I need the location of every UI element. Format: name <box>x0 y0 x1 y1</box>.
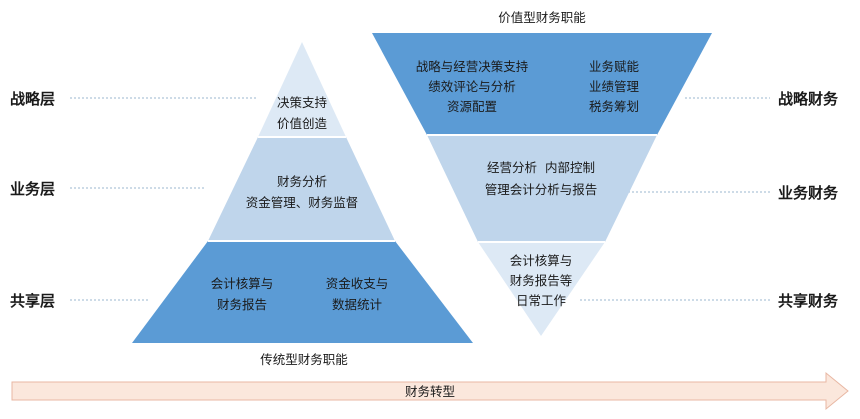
left-label-business: 业务层 <box>10 180 55 198</box>
transformation-arrow: 财务转型 <box>11 371 849 411</box>
pyramid-middle-layer <box>208 137 395 241</box>
inverted-bottom-layer <box>478 242 605 336</box>
pyramid-top-text-1: 决策支持 <box>277 95 327 110</box>
arrow-label: 财务转型 <box>405 384 455 399</box>
traditional-pyramid <box>132 42 473 343</box>
inverted-bottom-text-2: 财务报告等 <box>510 273 573 288</box>
inverted-top-layer <box>372 33 712 135</box>
inverted-middle-text-1: 经营分析 内部控制 <box>487 160 595 175</box>
inverted-bottom-text-1: 会计核算与 <box>510 253 573 268</box>
pyramid-bottom-left-text-2: 财务报告 <box>217 297 267 312</box>
pyramid-top-text-2: 价值创造 <box>277 116 328 131</box>
value-inverted-triangle <box>372 33 712 336</box>
pyramid-middle-text-1: 财务分析 <box>277 174 327 189</box>
inverted-top-left-text-2: 绩效评论与分析 <box>428 79 516 94</box>
inverted-middle-text-2: 管理会计分析与报告 <box>485 182 598 197</box>
arrow-shape <box>11 371 849 411</box>
pyramid-middle-text-2: 资金管理、财务监督 <box>246 195 359 210</box>
inverted-top-right-text-3: 税务筹划 <box>589 99 639 114</box>
right-label-shared: 共享财务 <box>778 292 839 310</box>
left-label-shared: 共享层 <box>10 292 55 310</box>
inverted-bottom-text-3: 日常工作 <box>516 293 567 308</box>
pyramid-bottom-right-text-1: 资金收支与 <box>326 276 389 291</box>
inverted-top-left-text-1: 战略与经营决策支持 <box>416 59 529 74</box>
inverted-top-left-text-3: 资源配置 <box>447 99 497 114</box>
inverted-middle-layer <box>427 135 657 242</box>
top-caption: 价值型财务职能 <box>498 10 586 25</box>
pyramid-bottom-right-text-2: 数据统计 <box>332 297 382 312</box>
bottom-caption: 传统型财务职能 <box>260 352 348 367</box>
inverted-top-right-text-2: 业绩管理 <box>589 79 640 94</box>
pyramid-bottom-left-text-1: 会计核算与 <box>211 276 274 291</box>
pyramid-bottom-layer <box>132 241 473 343</box>
inverted-top-right-text-1: 业务赋能 <box>589 59 640 74</box>
guide-lines <box>70 97 770 301</box>
right-label-strategy: 战略财务 <box>778 90 839 108</box>
pyramid-top-layer <box>258 42 346 137</box>
left-label-strategy: 战略层 <box>10 90 55 108</box>
right-label-business: 业务财务 <box>778 184 839 202</box>
